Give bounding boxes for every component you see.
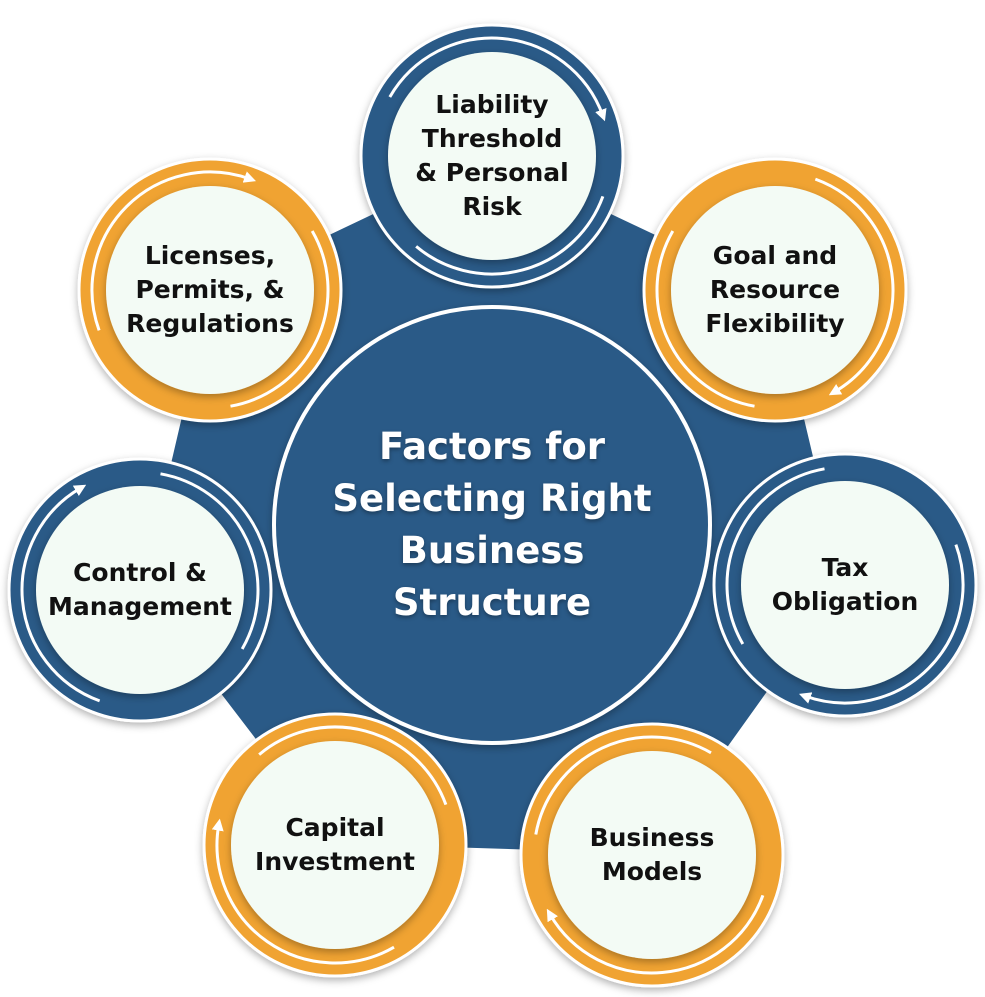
arc-line (160, 472, 260, 650)
factor-node (642, 157, 908, 423)
factor-label: Capital Investment (255, 813, 415, 876)
center-circle (272, 305, 712, 745)
factor-label: Tax Obligation (771, 553, 919, 616)
factor-node (77, 157, 343, 423)
arrow-arc-icon (814, 177, 895, 396)
factor-inner-circle (671, 186, 879, 394)
factor-label: Licenses, Permits, & Regulations (126, 241, 294, 338)
factor-inner-circle (388, 52, 596, 260)
center-title: Factors for Selecting Right Business Str… (332, 425, 652, 624)
factor-label: Business Models (589, 823, 715, 886)
arrow-arc-icon (20, 484, 101, 703)
factor-node (519, 722, 785, 988)
arc-line (534, 735, 712, 835)
arrow-arc-icon (211, 818, 395, 965)
factor-node (712, 452, 978, 718)
factor-label: Liability Threshold & Personal Risk (415, 90, 569, 221)
arrow-arc-icon (546, 894, 765, 975)
factor-node (359, 23, 625, 289)
factor-inner-circle (106, 186, 314, 394)
factor-inner-circle (231, 741, 439, 949)
factor-inner-circle (548, 751, 756, 959)
arrow-arc-icon (388, 36, 607, 122)
factor-node (202, 712, 468, 978)
arrow-arc-icon (90, 170, 256, 331)
factor-inner-circle (36, 486, 244, 694)
arc-line (655, 230, 755, 408)
arrow-arc-icon (799, 544, 965, 705)
arc-line (725, 467, 825, 645)
factor-label: Control & Management (47, 558, 233, 621)
arc-line (415, 195, 605, 276)
factor-label: Goal and Resource Flexibility (705, 241, 845, 338)
factor-node (7, 457, 273, 723)
arc-line (230, 230, 330, 408)
factor-inner-circle (741, 481, 949, 689)
arc-line (258, 725, 448, 806)
